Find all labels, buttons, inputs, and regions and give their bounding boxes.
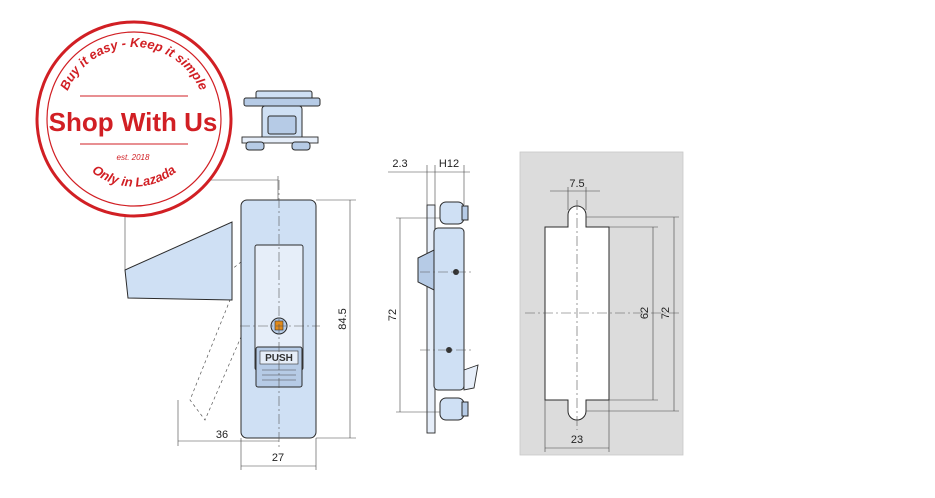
badge-est: est. 2018	[117, 153, 150, 162]
dim-panel: H12	[439, 158, 459, 170]
dim-side-height: 72	[387, 309, 399, 321]
dim-handle-offset: 36	[216, 429, 228, 441]
dim-cutout-width: 23	[571, 434, 583, 446]
dim-cutout-inner: 62	[639, 307, 651, 319]
side-dimensions: 2.3 H12 72	[387, 158, 470, 413]
dim-body-width: 27	[272, 452, 284, 464]
front-view: PUSH	[124, 180, 320, 450]
dim-flange: 2.3	[392, 158, 407, 170]
badge-title: Shop With Us	[49, 107, 218, 137]
cutout-dimensions: 7.5 62 72 23	[544, 178, 679, 452]
top-view	[241, 90, 321, 151]
cutout-view	[519, 151, 684, 456]
dim-cutout-outer: 72	[660, 307, 672, 319]
shop-badge: Buy it easy - Keep it simple Shop With U…	[35, 20, 233, 218]
dim-height-front: 84.5	[337, 308, 349, 329]
push-label: PUSH	[265, 353, 293, 364]
dim-cutout-slot: 7.5	[569, 178, 584, 190]
side-view	[417, 201, 479, 434]
